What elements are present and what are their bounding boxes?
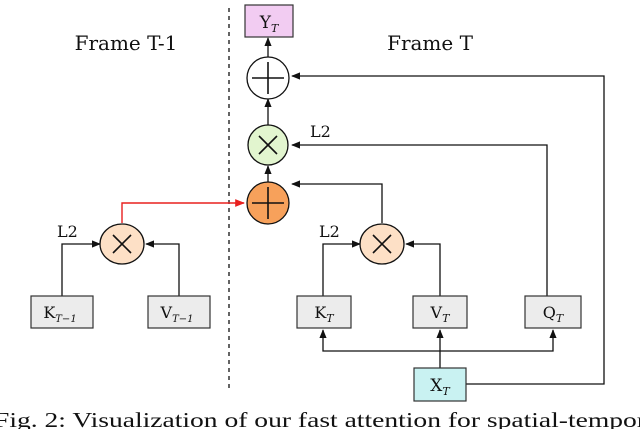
v-t-box (412, 295, 468, 329)
frame-curr-label: Frame T (387, 31, 474, 55)
edge-cur-to-add (291, 180, 383, 223)
edge-xt-residual (291, 72, 605, 385)
y-t-box (244, 4, 294, 38)
edge-xt-to-qt (440, 329, 557, 352)
l2-label-right: L2 (319, 222, 340, 241)
k-prev-label: KT−1 (43, 303, 76, 325)
v-prev-label: VT−1 (160, 303, 194, 325)
edge-kt-mul (322, 240, 361, 296)
v-prev-box (147, 295, 211, 329)
q-t-box (524, 295, 582, 329)
frame-prev-label: Frame T-1 (75, 31, 178, 55)
edge-vprev-mul (145, 240, 180, 296)
l2-label-left: L2 (57, 222, 78, 241)
x-t-box (413, 367, 467, 402)
x-t-label: XT (430, 376, 451, 398)
k-t-label: KT (314, 303, 335, 325)
edge-xt-to-kt (319, 329, 440, 352)
edge-kprev-mul (61, 240, 101, 296)
edge-prev-to-add (121, 199, 245, 223)
l2-label-top: L2 (310, 122, 331, 141)
k-t-box (296, 295, 352, 329)
q-t-label: QT (543, 303, 565, 325)
v-t-label: VT (430, 303, 452, 325)
y-t-label: YT (259, 13, 280, 35)
edge-qt-mul (291, 141, 548, 296)
k-prev-box (30, 295, 94, 329)
edge-vt-mul (405, 240, 441, 296)
figure-caption: Fig. 2: Visualization of our fast attent… (0, 408, 640, 429)
